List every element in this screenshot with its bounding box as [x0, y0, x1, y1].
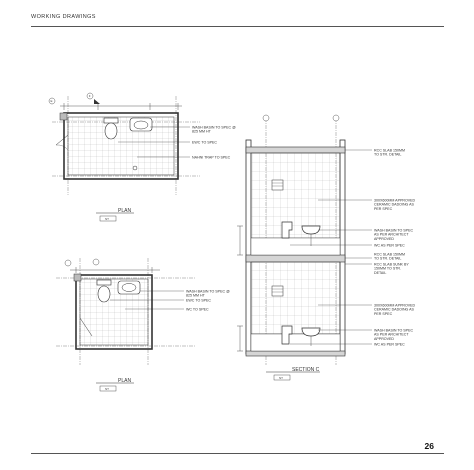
plan-bottom-wc-note: WC TO SPEC [186, 308, 209, 312]
section-label: WORKING DRAWINGS [31, 14, 96, 20]
section-title-block [266, 371, 320, 381]
plan-top [48, 92, 200, 195]
plan-bottom-scale: NT [105, 387, 109, 391]
plan-top-trap-note: NAHNI TRAP TO SPEC [192, 156, 231, 160]
section-c [237, 114, 372, 365]
page-number: 26 [424, 441, 434, 451]
plan-bottom [56, 258, 195, 365]
plan-top-title: PLAN [118, 208, 131, 214]
section-wc-note: WC AS PER SPEC [374, 244, 405, 248]
header-rule [31, 26, 444, 27]
section-scale: NT [279, 376, 283, 380]
plan-bottom-title: PLAN [118, 378, 131, 384]
plan-bottom-ewc-note: EWC TO SPEC [186, 299, 211, 303]
plan-bottom-title-block [96, 382, 134, 392]
plan-bottom-wash-basin-note: WASH BASIN TO SPEC @825 MM HT [186, 290, 230, 298]
grid-tag-f: F [89, 94, 91, 98]
grid-tag-e: E [51, 99, 53, 103]
section-title: SECTION C [292, 367, 320, 373]
section-wc-note-2: WC AS PER SPEC [374, 343, 405, 347]
footer-rule [31, 453, 444, 454]
plan-top-ewc-note: EWC TO SPEC [192, 141, 217, 145]
plan-top-wash-basin-note: WASH BASIN TO SPEC @825 MM HT [192, 126, 236, 134]
plan-top-title-block [96, 212, 134, 222]
plan-top-scale: NT [105, 217, 109, 221]
